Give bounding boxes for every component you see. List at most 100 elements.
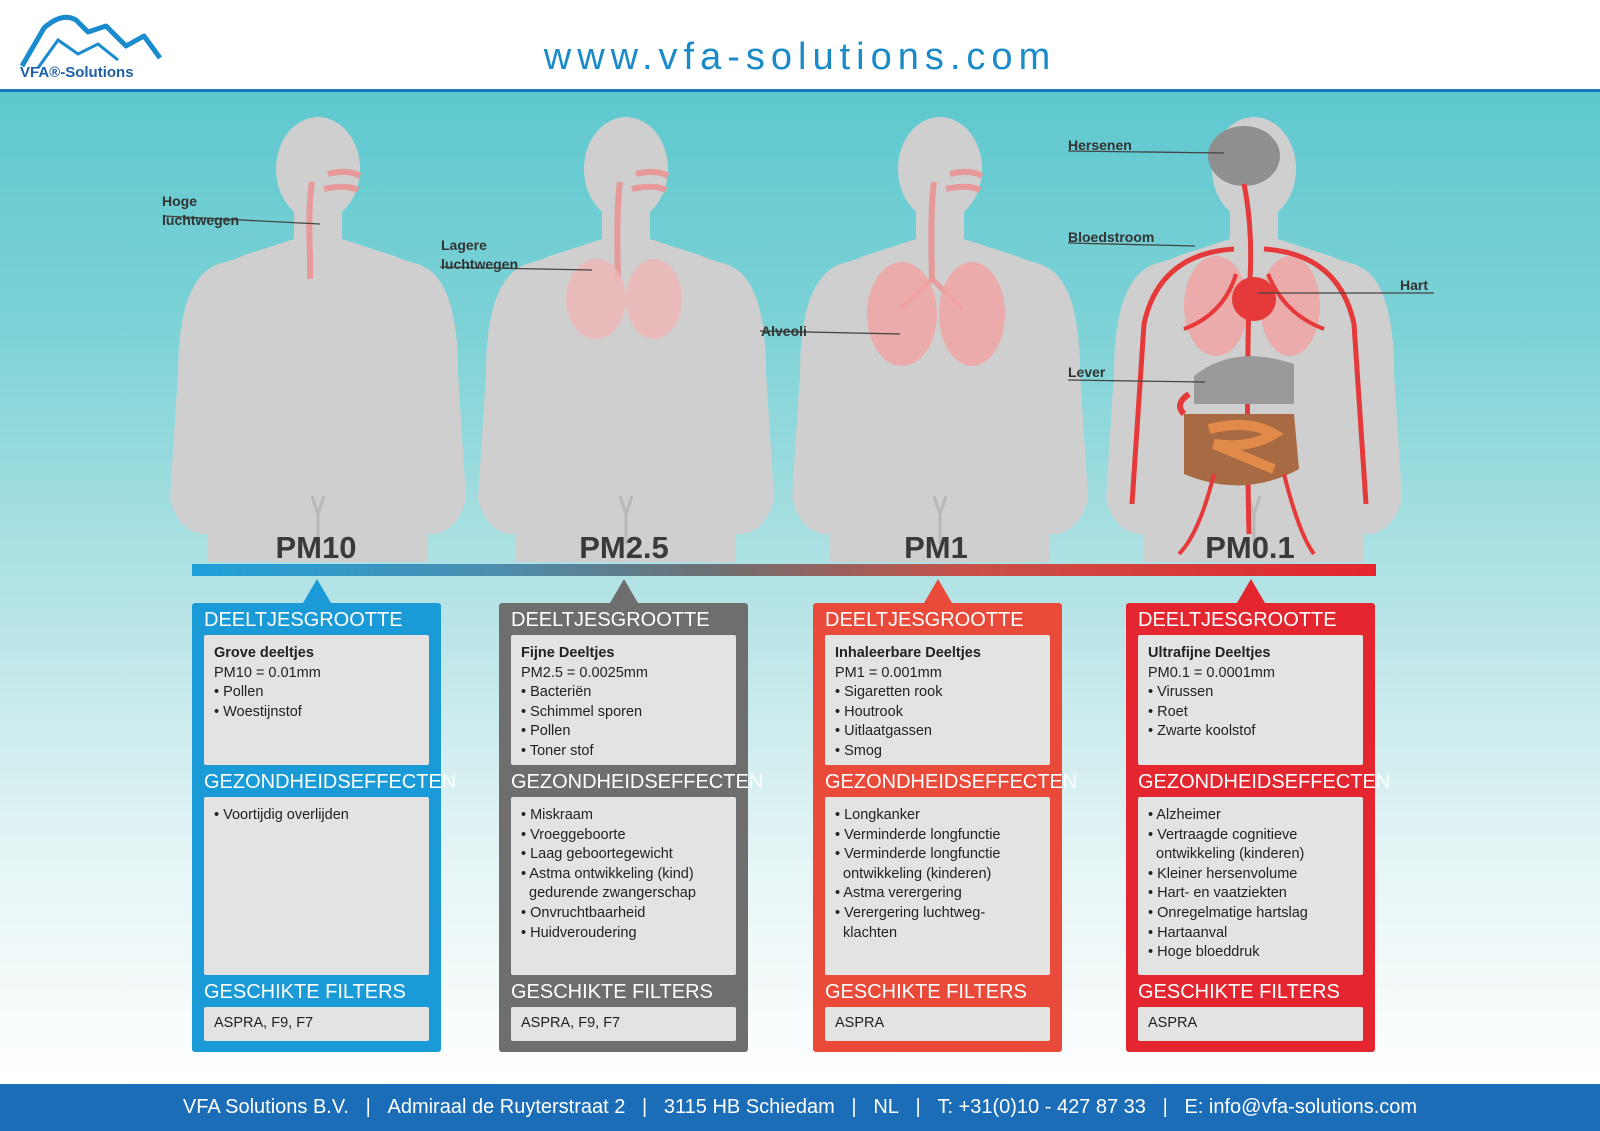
list-item: • Hoge bloeddruk (1148, 944, 1260, 961)
filters-section-title: GESCHIKTE FILTERS (204, 981, 406, 1003)
figure-pm2-5 (476, 115, 776, 562)
pointer-line-lever (1067, 379, 1206, 383)
figure-pm0-1 (1104, 115, 1404, 562)
label-hart: Hart (1400, 277, 1429, 293)
card-pointer (1236, 579, 1265, 603)
health-section-title: GEZONDHEIDSEFFECTEN (825, 771, 1078, 793)
list-item: • Woestijnstof (214, 703, 302, 720)
filters-section-title: GESCHIKTE FILTERS (1138, 981, 1340, 1003)
list-item: PM0.1 = 0.0001mm (1148, 664, 1275, 681)
liver-icon (1194, 356, 1294, 404)
page-footer: VFA Solutions B.V. | Admiraal de Ruyters… (0, 1084, 1600, 1131)
health-box: • Alzheimer • Vertraagde cognitieve ontwi… (1138, 797, 1363, 975)
list-item: • Roet (1148, 703, 1188, 720)
particle-type: Fijne Deeltjes (521, 645, 615, 661)
health-section-title: GEZONDHEIDSEFFECTEN (511, 771, 764, 793)
size-section-title: DEELTJESGROOTTE (511, 609, 710, 631)
list-item: • Vroeggeboorte (521, 826, 626, 843)
footer-city: 3115 HB Schiedam (663, 1096, 835, 1118)
pointer-line-bloedstroom (1067, 242, 1196, 247)
logo-wordmark: VFA®-Solutions (20, 64, 134, 81)
list-item: • Houtrook (835, 703, 903, 720)
pm0-1-heading: PM0.1 (1205, 530, 1295, 565)
size-section-title: DEELTJESGROOTTE (204, 609, 403, 631)
brain-icon (1208, 126, 1280, 186)
list-item: gedurende zwangerschap (521, 885, 696, 902)
figure-pm1 (790, 115, 1090, 562)
list-item: • Toner stof (521, 742, 594, 759)
footer-country: NL (873, 1096, 899, 1118)
label-bloedstroom: Bloedstroom (1068, 229, 1155, 245)
particle-type: Grove deeltjes (214, 645, 314, 661)
label-hoge-luchtwegen: Hoge luchtwegen (162, 193, 240, 228)
list-item: • Astma ontwikkeling (kind) (521, 865, 694, 882)
health-box: • Miskraam • Vroeggeboorte • Laag geboorte… (511, 797, 736, 975)
footer-phone[interactable]: T: +31(0)10 - 427 87 33 (937, 1096, 1146, 1118)
list-item: • Alzheimer (1148, 807, 1221, 823)
list-item: • Verminderde longfunctie (835, 846, 1001, 863)
page-header: VFA®-Solutions www.vfa-solutions.com (0, 0, 1600, 92)
health-section-title: GEZONDHEIDSEFFECTEN (1138, 771, 1391, 793)
label-lever: Lever (1068, 364, 1106, 380)
particle-type: Inhaleerbare Deeltjes (835, 645, 981, 661)
list-item: ontwikkeling (kinderen) (1148, 846, 1305, 863)
upper-airway-icon (323, 168, 362, 193)
card-pointer (923, 579, 952, 603)
list-item: • Onregelmatige hartslag (1148, 904, 1308, 921)
pointer-line-alveoli (759, 330, 901, 335)
size-section-title: DEELTJESGROOTTE (1138, 609, 1337, 631)
list-item: • Longkanker (835, 807, 920, 823)
filters-box: ASPRA, F9, F7 (511, 1007, 736, 1041)
label-lagere-luchtwegen: Lagere luchtwegen (441, 237, 519, 272)
list-item: • Astma verergering (835, 885, 962, 902)
figure-pm10 (168, 115, 468, 562)
list-item: • Huidveroudering (521, 924, 637, 941)
list-item: • Laag geboortegewicht (521, 846, 673, 863)
footer-separator: | (898, 1096, 938, 1118)
list-item: • Onvruchtbaarheid (521, 904, 646, 921)
filters-box: ASPRA, F9, F7 (204, 1007, 429, 1041)
list-item: • Vertraagde cognitieve (1148, 826, 1298, 843)
pm1-heading: PM1 (904, 530, 968, 565)
filters-section-title: GESCHIKTE FILTERS (511, 981, 713, 1003)
footer-email[interactable]: E: info@vfa-solutions.com (1184, 1096, 1418, 1118)
footer-address: Admiraal de Ruyterstraat 2 (387, 1096, 626, 1118)
list-item: • Zwarte koolstof (1148, 723, 1256, 740)
list-item: • Voortijdig overlijden (214, 807, 349, 823)
human-figures (163, 115, 1434, 562)
pointer-line-hersenen (1067, 150, 1225, 154)
footer-separator: | (1145, 1096, 1185, 1118)
filters-section-title: GESCHIKTE FILTERS (825, 981, 1027, 1003)
footer-separator: | (348, 1096, 388, 1118)
particle-size-scale (192, 564, 1376, 576)
heart-icon (1232, 277, 1276, 321)
health-section-title: GEZONDHEIDSEFFECTEN (204, 771, 457, 793)
list-item: • Uitlaatgassen (835, 723, 932, 740)
footer-separator: | (834, 1096, 874, 1118)
list-item: klachten (835, 924, 898, 941)
list-item: • Virussen (1148, 684, 1214, 701)
footer-company: VFA Solutions B.V. (182, 1096, 349, 1118)
health-box: • Voortijdig overlijden (204, 797, 429, 975)
pointer-line-hoge (163, 215, 321, 225)
list-item: • Hart- en vaatziekten (1148, 885, 1287, 902)
list-item: PM1 = 0.001mm (835, 664, 942, 681)
list-item: • Miskraam (521, 807, 593, 823)
filters-box: ASPRA (825, 1007, 1050, 1041)
particle-type: Ultrafijne Deeltjes (1148, 645, 1271, 661)
list-item: • Pollen (214, 684, 264, 701)
list-item: • Verminderde longfunctie (835, 826, 1001, 843)
list-item: • Schimmel sporen (521, 703, 643, 720)
alveoli-lungs-icon (867, 262, 937, 366)
health-box: • Longkanker • Verminderde longfunctie • V… (825, 797, 1050, 975)
website-url[interactable]: www.vfa-solutions.com (543, 36, 1057, 78)
pm2-5-heading: PM2.5 (579, 530, 669, 565)
list-item: • Verergering luchtweg- (835, 904, 986, 921)
list-item: • Pollen (521, 723, 571, 740)
